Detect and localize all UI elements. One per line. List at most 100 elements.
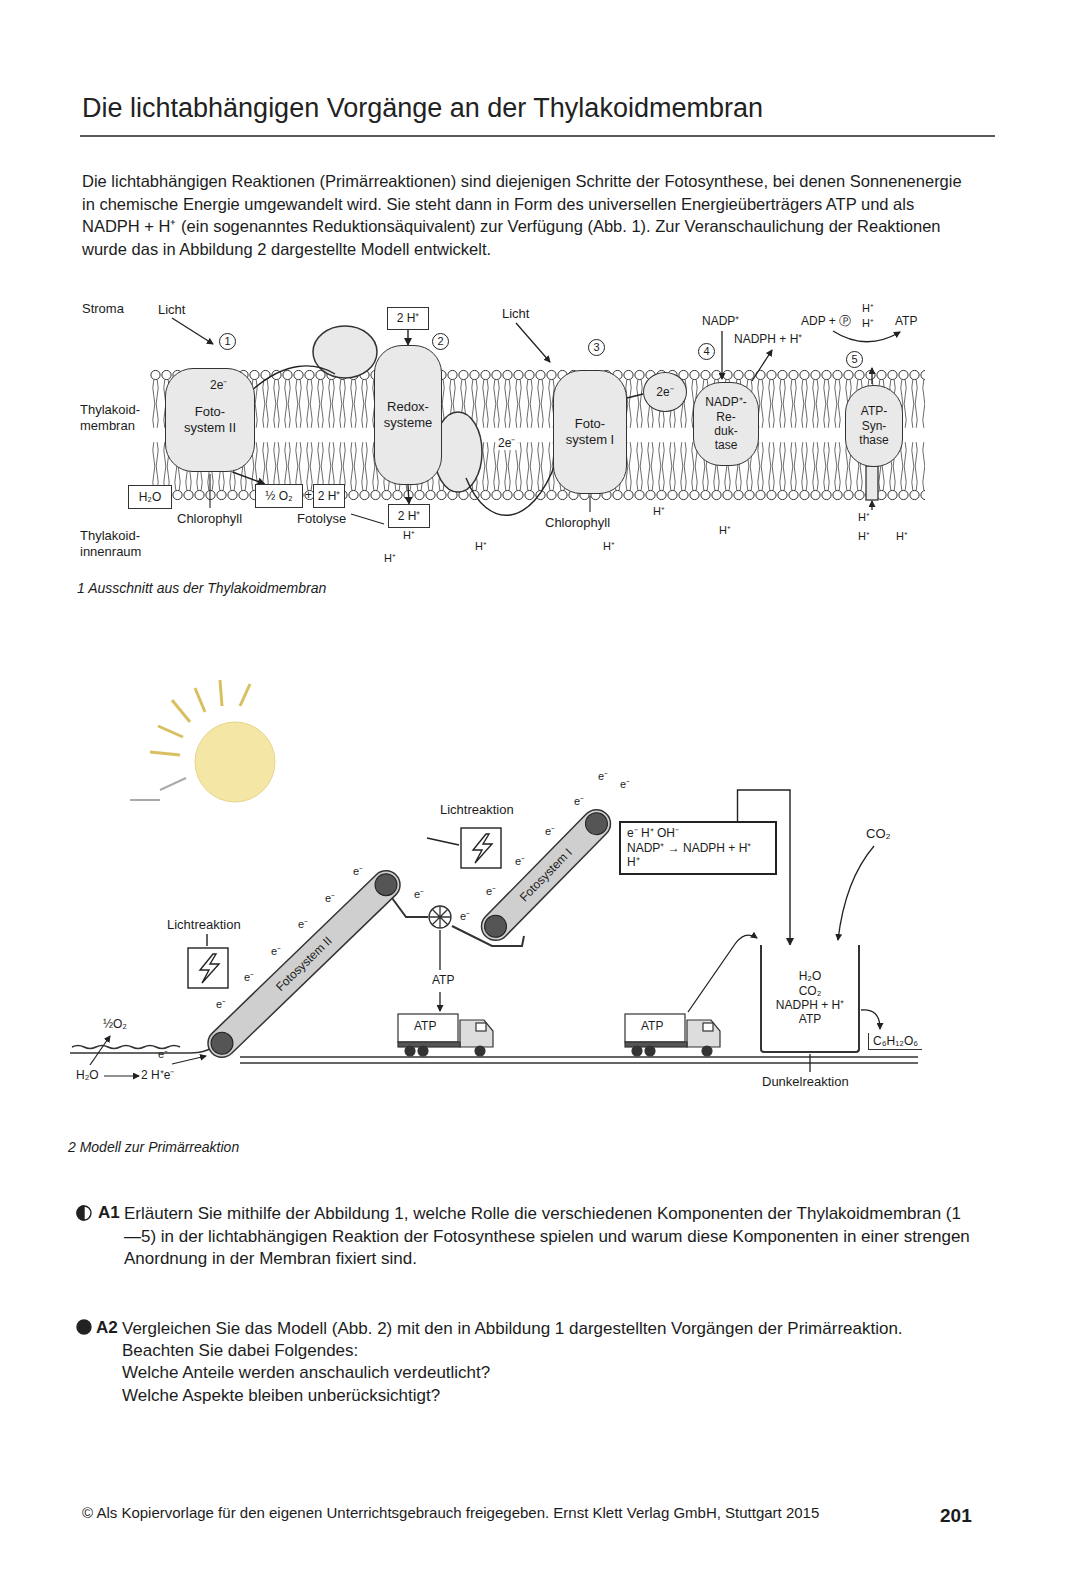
text-label: e⁻ (353, 865, 363, 878)
sun (130, 778, 186, 800)
node-text: Foto- system II (180, 404, 240, 435)
title-rule (80, 135, 995, 136)
box-node: 2 H⁺ (387, 307, 429, 330)
text-label: ADP + Ⓟ (801, 314, 851, 328)
text-label: Thylakoid- innenraum (80, 528, 172, 559)
text-label: 2 H⁺e⁻ (141, 1068, 174, 1082)
text-label: ATP (414, 1019, 436, 1033)
text-label: H⁺ (862, 302, 874, 315)
text-label: Chlorophyll (545, 515, 610, 531)
connector (408, 485, 409, 504)
truck (687, 1020, 720, 1047)
node-text: e⁻ H⁺ OH⁻ (627, 826, 679, 840)
text-label: 2e⁻ (496, 436, 517, 450)
text-label: H⁺ (475, 540, 487, 553)
text-label: © Als Kopiervorlage für den eigenen Unte… (82, 1504, 819, 1522)
blob-node: Foto- system I (553, 370, 627, 494)
title-rule (80, 136, 995, 137)
electron-path (627, 394, 643, 398)
truck (625, 1014, 685, 1042)
text-label: e⁻ (545, 825, 555, 838)
text-label: Welche Aspekte bleiben unberücksichtigt? (122, 1386, 440, 1406)
truck (625, 1014, 720, 1056)
panel-node: e⁻ H⁺ OH⁻NADP⁺ → NADPH + H⁺H⁺ (619, 821, 777, 874)
text-label: e⁻ (158, 1048, 168, 1061)
blob-node: NADP⁺- Re- duk- tase (693, 382, 759, 466)
text-label: e⁻ (244, 971, 254, 984)
text-label: H⁺ (603, 540, 615, 553)
text-label: H⁺ (858, 511, 870, 524)
fig1-arrows (871, 501, 872, 510)
node-text: NADP⁺ → NADPH + H⁺ (627, 841, 751, 855)
node-text: H⁺ (627, 855, 640, 869)
beaker-node: H₂OCO₂NADPH + H⁺ATP (760, 945, 860, 1053)
ground (240, 1057, 918, 1063)
connector (233, 472, 265, 484)
truck (460, 1020, 493, 1047)
text-label: 1 Ausschnitt aus der Thylakoidmembran (77, 580, 326, 597)
electron-path (250, 366, 335, 392)
fig1-arrows (721, 331, 722, 379)
electron-path (250, 366, 643, 515)
circle-node: 2e⁻ (643, 372, 687, 412)
lipid-bilayer (150, 369, 925, 501)
chute (392, 898, 524, 946)
atp-arrow (439, 930, 440, 1011)
task-bullet (77, 1206, 84, 1220)
text-label: Chlorophyll (177, 511, 242, 527)
node-text: ATP (799, 1012, 821, 1026)
fotosystem-i-belt (480, 911, 511, 942)
truck (702, 1046, 712, 1056)
atp-arrow (439, 930, 440, 970)
text-label: e⁻ (598, 770, 608, 783)
text-label: H⁺ (858, 530, 870, 543)
text-label: e⁻ (620, 778, 630, 791)
text-label: H₂O (76, 1068, 99, 1082)
callout-number: 5 (846, 351, 863, 368)
text-label: H⁺ (403, 529, 415, 542)
lightning-box (200, 954, 219, 983)
box-node: ½ O₂ (255, 484, 303, 508)
fig1-arrows (172, 318, 900, 510)
turbine (429, 906, 451, 928)
sun (150, 680, 250, 755)
water-splitting (104, 1075, 139, 1076)
text-label: Dunkelreaktion (762, 1074, 849, 1090)
text-label: Licht (502, 306, 529, 322)
text-label: e⁻ (298, 918, 308, 931)
text-label: 2 Modell zur Primärreaktion (68, 1139, 239, 1156)
text-label: H⁺ (896, 530, 908, 543)
node-text: NADPH + H⁺ (776, 998, 844, 1012)
text-label: e⁻ (486, 885, 496, 898)
text-label: Welche Anteile werden anschaulich verdeu… (122, 1363, 490, 1383)
lightning-box (188, 828, 501, 988)
text-label: H⁺ (384, 552, 396, 565)
text-label: ATP (641, 1019, 663, 1033)
fotosystem-ii-belt (206, 1028, 237, 1059)
task-bullet (77, 1320, 91, 1334)
text-label: Erläutern Sie mithilfe der Abbildung 1, … (124, 1203, 974, 1271)
node-text: H₂O (139, 490, 162, 504)
truck (703, 1023, 713, 1031)
text-label: ATP (895, 314, 917, 328)
dark-reaction-arrows (809, 1054, 810, 1072)
truck (645, 1046, 655, 1056)
fig1-arrows (752, 350, 772, 381)
text-label: 2e⁻ (210, 378, 227, 392)
text-label: + (305, 488, 312, 502)
text-label: e⁻ (216, 998, 226, 1011)
callout-number: 1 (219, 333, 236, 350)
chute (392, 898, 428, 917)
leader-lines (351, 514, 384, 524)
fotosystem-ii-belt (202, 865, 406, 1063)
dark-reaction-arrows (861, 1010, 880, 1029)
truck (405, 1046, 415, 1056)
text-label: H⁺ (862, 317, 874, 330)
box-node: H₂O (128, 485, 172, 509)
ground (70, 1040, 222, 1053)
fig1-arrows (172, 318, 213, 344)
text-label: Lichtreaktion (440, 802, 514, 818)
text-label: ½O₂ (103, 1017, 127, 1031)
